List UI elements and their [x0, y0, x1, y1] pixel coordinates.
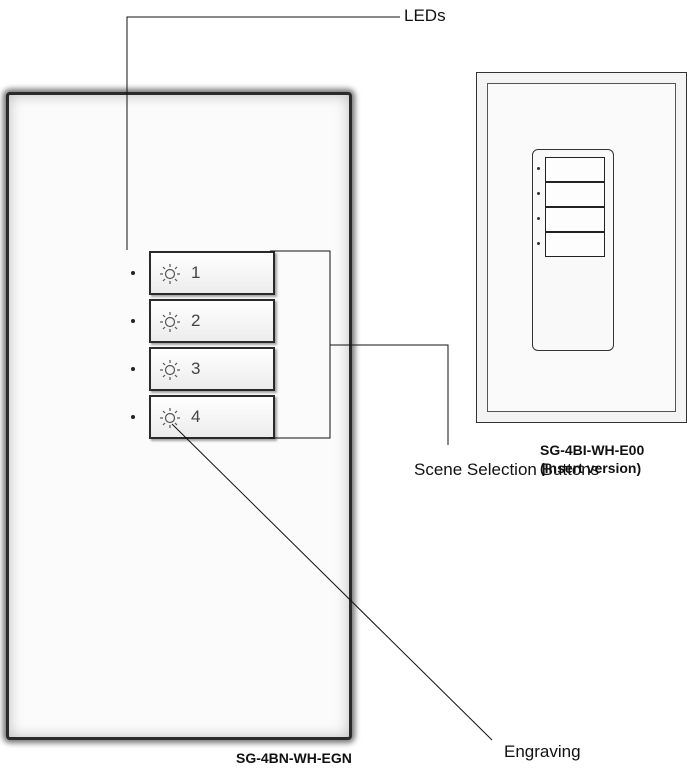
insert-version-label: (Insert version): [540, 460, 642, 476]
button-number: 3: [191, 359, 201, 378]
scene-button-2[interactable]: 2: [149, 299, 275, 343]
scene-button-3[interactable]: 3: [149, 347, 275, 391]
insert-button-4[interactable]: [545, 232, 605, 257]
led-1: [131, 271, 135, 275]
main-faceplate: 1 2 3: [6, 92, 352, 740]
engraving-label: Engraving: [504, 742, 581, 761]
sun-icon: [160, 408, 180, 428]
insert-led-1: [537, 167, 540, 170]
scene-button-4[interactable]: 4: [149, 395, 275, 439]
led-3: [131, 367, 135, 371]
insert-button-1[interactable]: [545, 157, 605, 182]
button-number: 1: [191, 263, 201, 282]
insert-button-2[interactable]: [545, 182, 605, 207]
insert-module: [532, 149, 614, 351]
insert-led-4: [537, 242, 540, 245]
button-number: 2: [191, 311, 201, 330]
leds-leader-line: [126, 16, 400, 250]
insert-led-3: [537, 217, 540, 220]
scene-button-1[interactable]: 1: [149, 251, 275, 295]
sun-icon: [160, 360, 180, 380]
insert-plate-bevel: [487, 83, 676, 412]
insert-model-label: SG-4BI-WH-E00: [540, 442, 645, 458]
led-4: [131, 415, 135, 419]
sun-icon: [160, 312, 180, 332]
main-model-label: SG-4BN-WH-EGN: [236, 750, 352, 766]
insert-button-3[interactable]: [545, 207, 605, 232]
leds-label: LEDs: [404, 6, 446, 25]
scene-leader-line: [330, 344, 449, 445]
insert-faceplate: [476, 72, 687, 423]
engraving-leader-line: [171, 423, 493, 741]
led-2: [131, 319, 135, 323]
scene-selection-label: Scene Selection Buttons: [414, 460, 600, 479]
button-number: 4: [191, 407, 201, 426]
sun-icon: [160, 264, 180, 284]
scene-bracket: [270, 250, 331, 439]
insert-led-2: [537, 192, 540, 195]
